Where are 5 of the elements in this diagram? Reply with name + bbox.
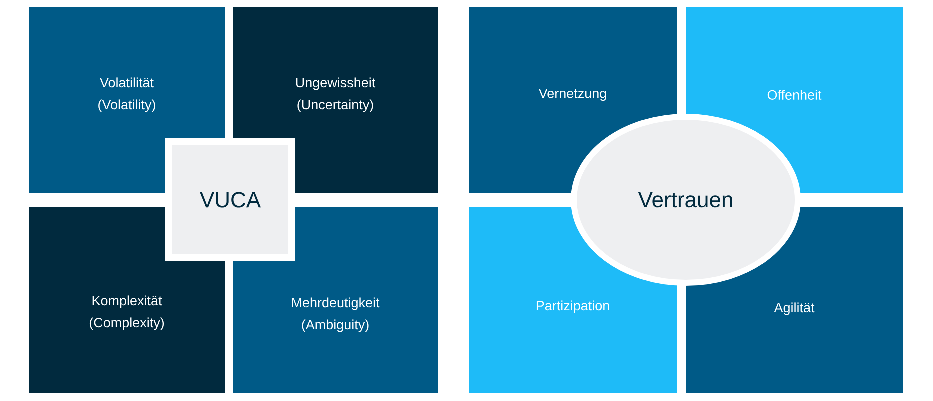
center-box: VUCA xyxy=(166,138,296,262)
quadrant-box: Mehrdeutigkeit (Ambiguity) xyxy=(233,207,438,393)
quadrant-box: Volatilität (Volatility) xyxy=(29,7,225,193)
quadrant-box: Komplexität (Complexity) xyxy=(29,207,225,393)
quadrant-box: Ungewissheit (Uncertainty) xyxy=(233,7,438,193)
